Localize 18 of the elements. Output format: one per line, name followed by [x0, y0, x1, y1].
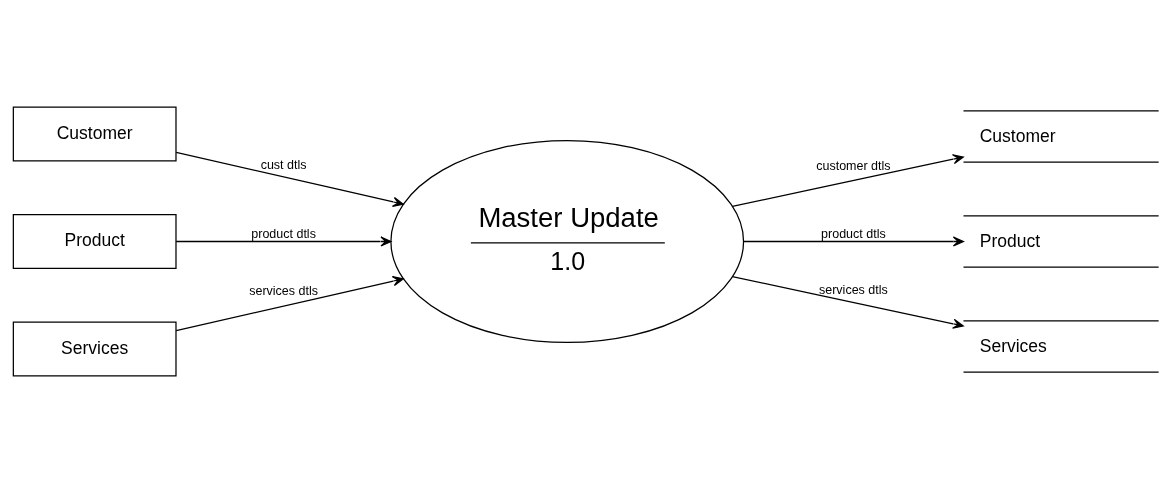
edge-label: product dtls	[251, 226, 316, 241]
node-box: Product	[12, 213, 177, 270]
arrow	[731, 275, 964, 329]
edge-label: services dtls	[818, 283, 888, 298]
node-text: Product	[979, 230, 1041, 251]
edge-label: product dtls	[821, 226, 886, 241]
node-text: Customer	[979, 125, 1056, 146]
edge-label: cust dtls	[260, 157, 307, 172]
arrow	[731, 154, 964, 208]
arrow	[175, 151, 404, 208]
edge-label: customer dtls	[816, 159, 891, 174]
arrow	[175, 275, 404, 332]
arrow	[175, 236, 392, 247]
node-box: Services	[12, 321, 177, 377]
edge-label: services dtls	[249, 284, 318, 299]
node-text: Services	[979, 335, 1047, 356]
node-box: Customer	[12, 106, 177, 162]
arrow	[742, 236, 965, 247]
